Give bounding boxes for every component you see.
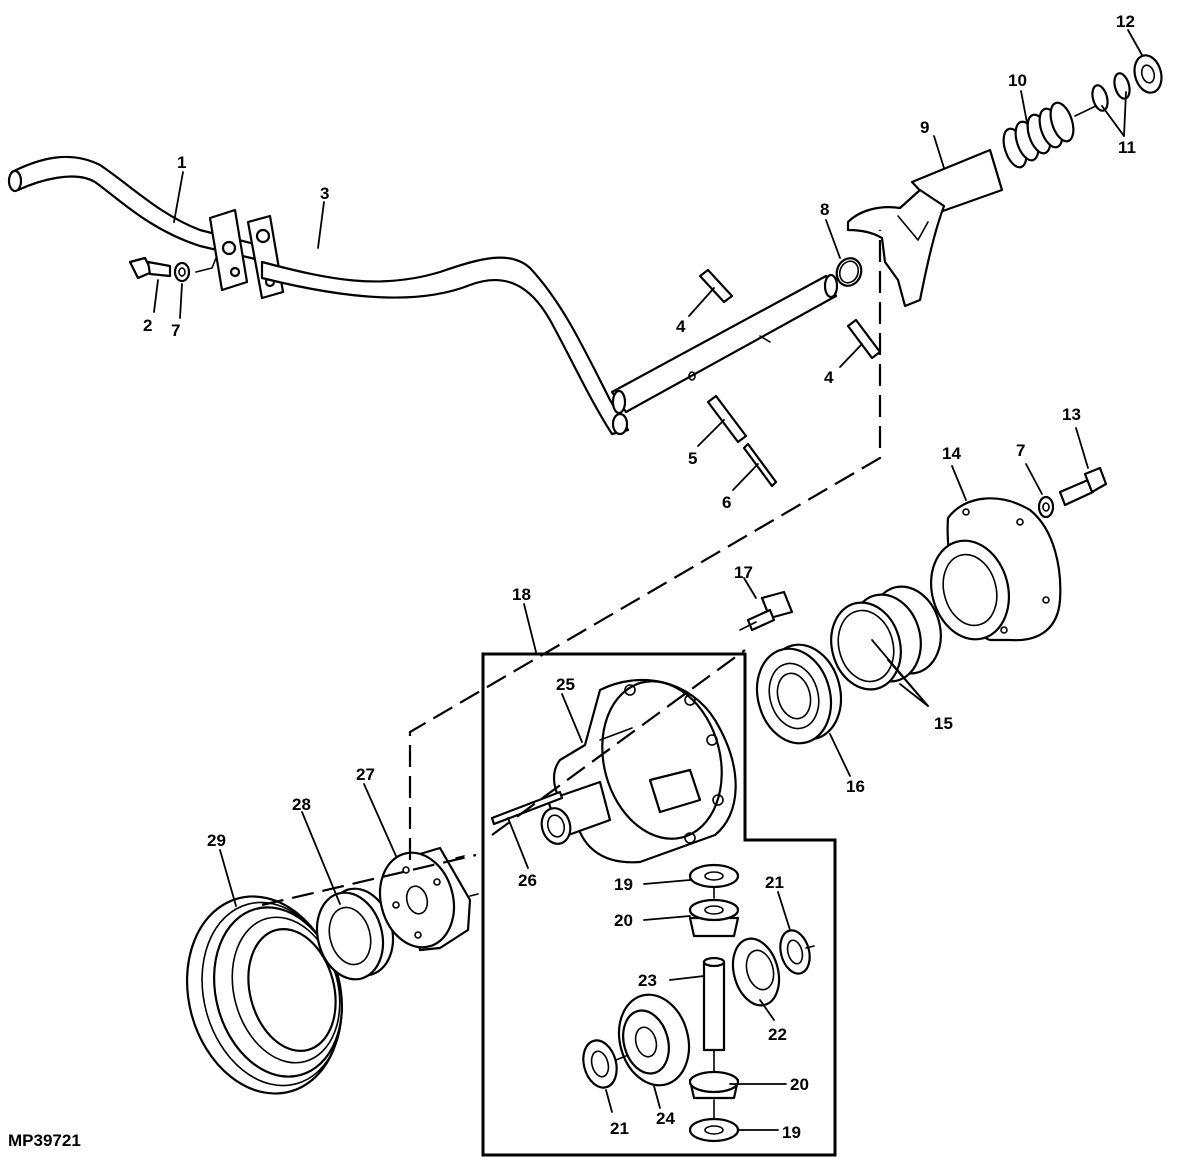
callout-22: 22 — [768, 1025, 787, 1044]
callout-29: 29 — [207, 831, 226, 850]
bolt-2 — [128, 256, 172, 280]
washer-12 — [1133, 54, 1163, 94]
callout-20-lower: 20 — [790, 1075, 809, 1094]
washer-7-upper — [173, 261, 191, 283]
pinion-gear-20-upper — [688, 898, 740, 938]
callout-25: 25 — [556, 675, 575, 694]
callout-15: 15 — [934, 714, 953, 733]
callout-7-upper: 7 — [171, 321, 180, 340]
callout-12: 12 — [1116, 12, 1135, 31]
callout-19-lower: 19 — [782, 1123, 801, 1142]
alignment-lines — [261, 230, 882, 1119]
callout-9: 9 — [920, 118, 929, 137]
shims-15 — [830, 585, 942, 691]
callout-18: 18 — [512, 585, 531, 604]
callout-10: 10 — [1008, 71, 1027, 90]
bearing-16 — [755, 643, 843, 745]
callout-14: 14 — [942, 444, 961, 463]
callout-27: 27 — [356, 765, 375, 784]
side-gear-24 — [617, 993, 691, 1087]
bearing-28 — [315, 887, 395, 981]
shift-fork — [846, 148, 1004, 308]
thrust-washer-19-upper — [688, 863, 740, 889]
pin-6 — [742, 442, 778, 488]
bolt-13 — [1058, 466, 1108, 507]
thrust-washer-19-lower — [688, 1117, 740, 1143]
callout-5: 5 — [688, 449, 697, 468]
callout-28: 28 — [292, 795, 311, 814]
callout-3: 3 — [320, 184, 329, 203]
callout-13: 13 — [1062, 405, 1081, 424]
callout-17: 17 — [734, 563, 753, 582]
bearing-housing — [929, 497, 1062, 642]
roll-pin-26 — [490, 790, 564, 826]
pinion-gear-20-lower — [688, 1070, 740, 1100]
cross-shaft-23 — [702, 956, 726, 1052]
callout-24: 24 — [656, 1109, 675, 1128]
shift-shaft — [610, 273, 839, 415]
hub-27 — [378, 846, 479, 952]
callout-1: 1 — [177, 153, 186, 172]
callout-21-left: 21 — [610, 1119, 629, 1138]
callout-8: 8 — [820, 200, 829, 219]
thrust-washer-21-right — [779, 929, 811, 975]
assembly-outline-box — [481, 652, 837, 1157]
shift-linkage-rod — [260, 256, 630, 436]
pin-4-left — [698, 268, 734, 304]
callout-2: 2 — [143, 316, 152, 335]
spring-10 — [1002, 101, 1101, 169]
o-ring-8 — [835, 257, 863, 287]
callout-7-lower: 7 — [1016, 441, 1025, 460]
callout-23: 23 — [638, 971, 657, 990]
differential-case — [540, 678, 737, 864]
callout-11: 11 — [1118, 138, 1136, 157]
leader-lines — [153, 29, 1143, 1131]
callout-26: 26 — [518, 871, 537, 890]
callout-16: 16 — [846, 777, 865, 796]
ring-gear — [185, 895, 343, 1095]
mounting-bracket — [195, 208, 285, 300]
figure-id: MP39721 — [8, 1131, 81, 1150]
callout-4-right: 4 — [824, 368, 834, 387]
bolt-17 — [746, 590, 794, 632]
washer-7-lower — [1037, 495, 1055, 519]
thrust-washer-21-left — [582, 1039, 618, 1089]
callout-labels: 1 2 3 4 4 5 6 7 7 8 9 10 11 12 13 14 15 … — [8, 12, 1136, 1150]
callout-6: 6 — [722, 493, 731, 512]
callout-21-right: 21 — [765, 873, 784, 892]
side-gear-22 — [731, 937, 781, 1007]
callout-19-upper: 19 — [614, 875, 633, 894]
pin-5 — [706, 394, 748, 444]
pin-4-right — [846, 318, 882, 360]
callout-4-left: 4 — [676, 317, 686, 336]
callout-20-upper: 20 — [614, 911, 633, 930]
